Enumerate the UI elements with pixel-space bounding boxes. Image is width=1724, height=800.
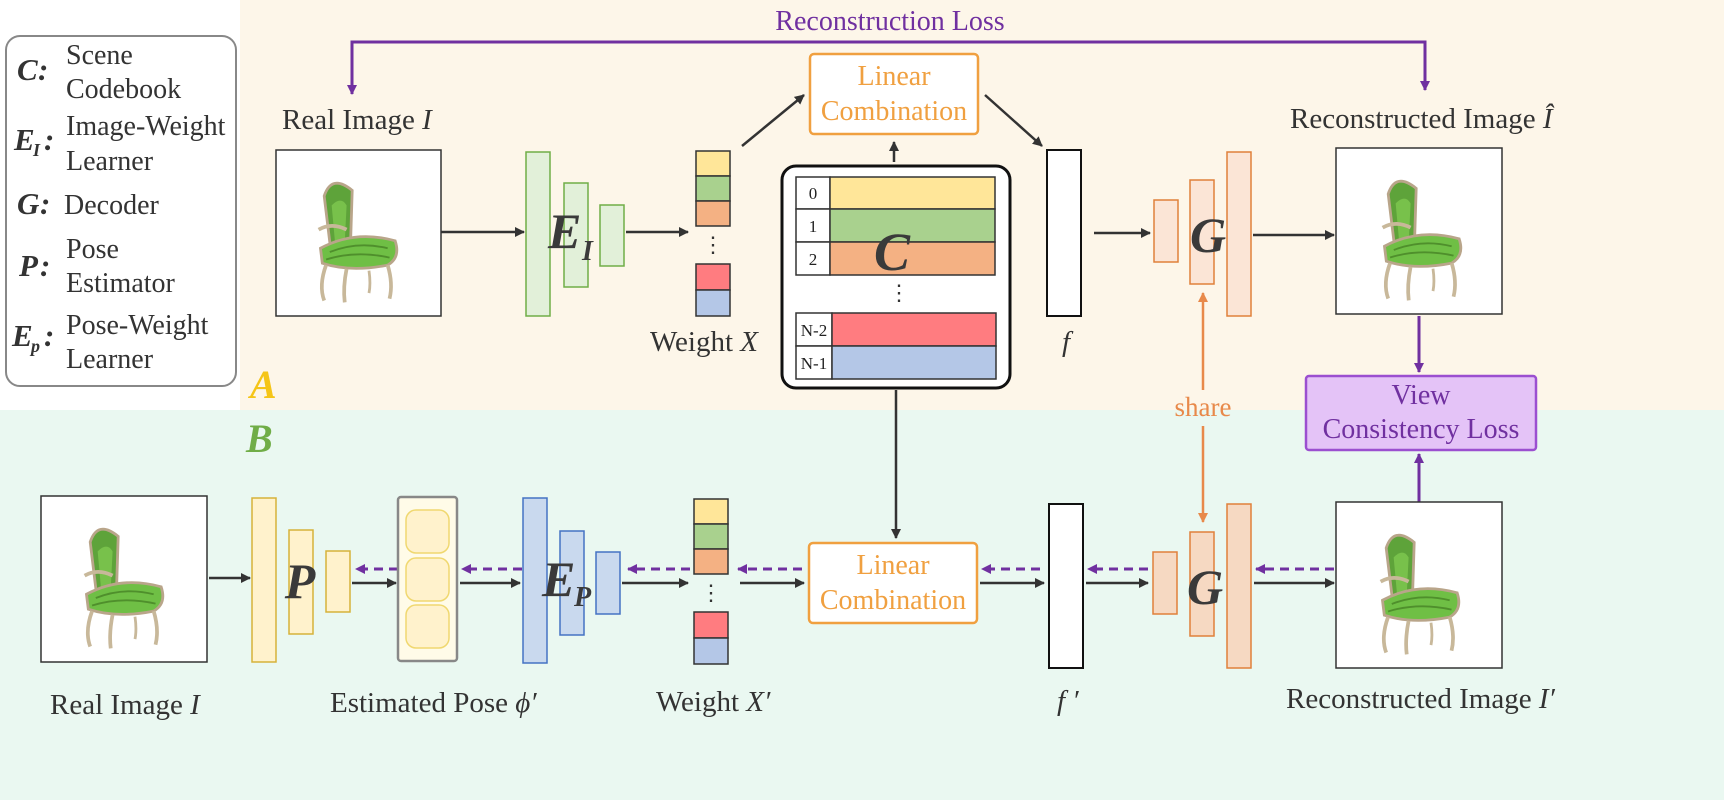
svg-text:P: P [573,582,592,613]
pose-estimator: P [251,497,351,663]
decoder-b: G [1152,503,1252,669]
svg-text:I: I [32,140,41,160]
legend-item-ei: E I : Image-Weight Learner [13,111,226,177]
svg-text:E: E [547,203,581,259]
svg-text:G: G [1190,207,1226,263]
svg-text:Combination: Combination [821,96,967,127]
svg-text:Linear: Linear [857,61,931,92]
legend-box [5,35,237,387]
svg-text:2: 2 [809,250,818,269]
svg-text:Learner: Learner [66,146,154,177]
estimated-pose-label: Estimated Pose ϕ′ [330,687,537,719]
svg-text:Linear: Linear [856,550,930,581]
reconstructed-image-label-b: Reconstructed Image I′ [1286,683,1556,715]
share-label: share [1175,392,1232,422]
real-image-frame-a [275,149,442,317]
real-image-label-b: Real Image I [50,689,201,721]
reconstructed-image-frame-a [1335,147,1503,315]
pose-weight-encoder: E P [522,497,621,664]
weight-vector-a: ⋮ [695,150,731,317]
svg-text:E: E [11,318,33,353]
decoder-a: G [1153,151,1252,317]
arrow-weight-to-combination-a [741,94,805,147]
view-consistency-loss: View Consistency Loss [1304,374,1538,452]
reconstructed-image-frame-b [1335,501,1503,669]
arrow-combination-to-feature-a [984,94,1043,147]
svg-text:E: E [13,122,35,157]
svg-text:⋮: ⋮ [702,232,724,257]
scene-codebook: ⋮ 0 1 2 N-2 N-1 C [780,164,1012,390]
svg-text:1: 1 [809,217,818,236]
svg-text:⋮: ⋮ [888,280,910,305]
svg-text:Consistency Loss: Consistency Loss [1323,414,1520,445]
reconstruction-loss-label: Reconstruction Loss [775,6,1004,37]
svg-text:P: P [18,248,39,283]
linear-combination-a: Linear Combination [808,52,980,136]
weight-label-b: Weight X′ [656,686,771,718]
weight-vector-b: ⋮ [693,498,729,665]
svg-text:Image-Weight: Image-Weight [66,111,226,142]
svg-text::: : [40,186,50,221]
svg-text:Codebook: Codebook [66,74,181,105]
svg-text:C: C [17,52,38,87]
svg-text::: : [40,248,50,283]
real-image-label-a: Real Image I [282,104,433,136]
svg-text:G: G [17,186,40,221]
legend-item-c: C : Scene Codebook [17,40,181,105]
linear-combination-b: Linear Combination [807,541,979,625]
svg-text:I: I [581,236,594,267]
legend-item-g: G : Decoder [17,186,160,221]
real-image-frame-b [40,495,208,663]
feature-f-prime [1048,503,1084,669]
svg-text:Combination: Combination [820,585,966,616]
svg-text:E: E [541,551,575,607]
svg-text:C: C [874,222,911,282]
svg-text:⋮: ⋮ [700,580,722,605]
svg-text:Scene: Scene [66,40,133,71]
svg-text:View: View [1392,380,1452,411]
feature-label-f-prime: f ′ [1057,685,1079,717]
legend-item-p: P : Pose Estimator [18,234,176,299]
svg-text::: : [44,122,54,157]
svg-text:0: 0 [809,184,818,203]
svg-text:P: P [284,553,316,609]
svg-text:Decoder: Decoder [64,190,160,221]
svg-text:G: G [1187,559,1223,615]
svg-text:Pose: Pose [66,234,119,265]
estimated-pose-block [396,495,459,663]
legend-item-ep: E p : Pose-Weight Learner [11,310,209,375]
svg-text:N-1: N-1 [801,354,827,373]
reconstructed-image-label-a: Reconstructed Image Î [1290,102,1555,135]
svg-text:Estimator: Estimator [66,268,176,299]
section-tag-b: B [245,416,273,461]
svg-text:Pose-Weight: Pose-Weight [66,310,209,341]
section-tag-a: A [247,362,277,407]
svg-text::: : [44,318,54,353]
feature-f [1046,149,1082,317]
svg-text:Learner: Learner [66,344,154,375]
weight-label-a: Weight X [650,326,759,358]
svg-text::: : [38,52,48,87]
image-weight-encoder: E I [525,151,625,317]
svg-text:p: p [29,336,40,356]
svg-text:N-2: N-2 [801,321,827,340]
